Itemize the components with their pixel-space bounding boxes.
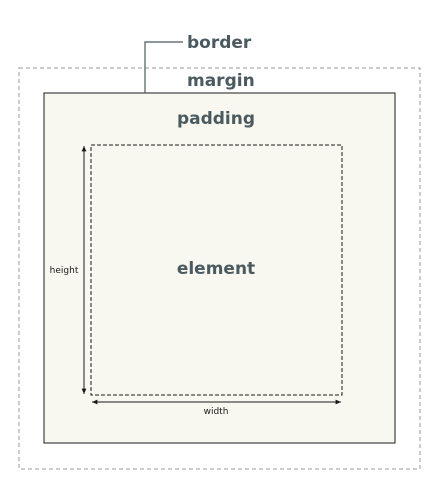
height-label: height [50, 266, 79, 276]
element-box [90, 144, 343, 396]
element-label: element [177, 259, 255, 279]
border-callout-line [144, 41, 183, 93]
margin-label: margin [187, 71, 255, 91]
width-label: width [204, 407, 229, 417]
padding-label: padding [177, 109, 255, 129]
border-label: border [187, 33, 252, 53]
margin-box [18, 67, 421, 470]
border-box [43, 92, 396, 444]
